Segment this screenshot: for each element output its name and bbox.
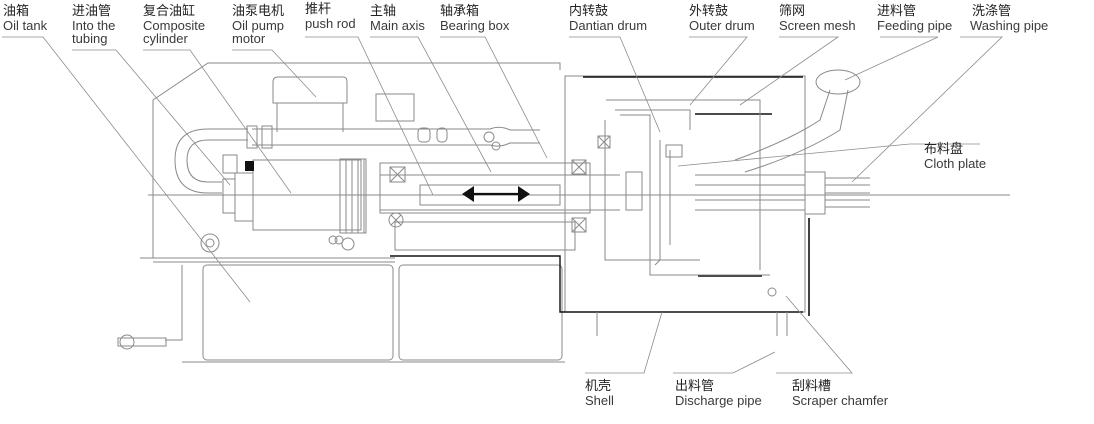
label-shell: 机壳 Shell <box>585 379 614 408</box>
label-cloth-plate: 布料盘 Cloth plate <box>924 142 987 171</box>
label-composite-cylinder: 复合油缸 Composite cylinder <box>143 4 206 46</box>
label-scraper-chamfer: 刮料槽 Scraper chamfer <box>792 379 889 408</box>
label-screen-mesh: 筛网 Screen mesh <box>779 4 856 33</box>
drum-housing <box>564 69 870 336</box>
label-outer-drum: 外转鼓 Outer drum <box>689 4 755 33</box>
housing-frame <box>140 62 561 263</box>
leader-lines <box>2 36 1003 374</box>
main-shaft-assembly <box>379 159 620 251</box>
label-inner-drum: 内转鼓 Dantian drum <box>569 4 648 33</box>
label-oil-inlet-tubing: 进油管 Into the tubing <box>72 4 116 46</box>
oil-tank-shape <box>117 233 583 363</box>
composite-cylinder-shape <box>222 154 367 251</box>
label-feeding-pipe: 进料管 Feeding pipe <box>877 4 953 33</box>
label-bearing-box: 轴承箱 Bearing box <box>440 4 510 33</box>
label-oil-pump-motor: 油泵电机 Oil pump motor <box>232 4 285 46</box>
oil-pump-motor-shape <box>272 76 415 132</box>
motion-double-arrow-icon <box>462 186 530 202</box>
oil-tubing <box>174 125 540 194</box>
label-main-axis: 主轴 Main axis <box>370 4 425 33</box>
label-discharge-pipe: 出料管 Discharge pipe <box>675 379 762 408</box>
label-washing-pipe: 洗涤管 Washing pipe <box>970 4 1049 33</box>
label-oil-tank: 油箱 Oil tank <box>3 4 48 33</box>
label-push-rod: 推杆 push rod <box>305 2 356 31</box>
indicator-block <box>245 161 254 171</box>
